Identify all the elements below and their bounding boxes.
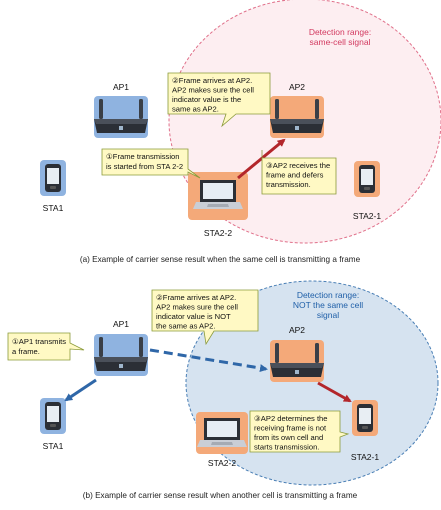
- callout-1-b: ①AP1 transmits a frame.: [7, 332, 85, 361]
- sta2-2-laptop-icon: [188, 172, 248, 220]
- svg-text:AP2 makes sure the cell: AP2 makes sure the cell: [156, 303, 238, 312]
- frame-arrow-sta1-b: [64, 378, 97, 402]
- callout-3-b: ③AP2 determines the receiving frame is n…: [249, 410, 350, 453]
- svg-text:from its own cell and: from its own cell and: [254, 433, 323, 442]
- svg-text:②Frame arrives at AP2.: ②Frame arrives at AP2.: [172, 76, 252, 85]
- svg-text:starts transmission.: starts transmission.: [254, 443, 319, 452]
- caption-a: (a) Example of carrier sense result when…: [80, 255, 361, 264]
- sta2-1-phone-icon: [354, 161, 380, 197]
- svg-text:AP2 makes sure the cell: AP2 makes sure the cell: [172, 86, 254, 95]
- svg-text:③AP2 receives the: ③AP2 receives the: [266, 161, 330, 170]
- svg-text:a frame.: a frame.: [12, 347, 40, 356]
- panel-b: Detection range: NOT the same cell signa…: [7, 280, 439, 500]
- range-label-b-line2: NOT the same cell: [293, 300, 363, 310]
- svg-text:same as AP2.: same as AP2.: [172, 105, 219, 114]
- svg-text:①AP1 transmits: ①AP1 transmits: [12, 337, 66, 346]
- ap1-router-icon-b: [94, 334, 148, 376]
- callout-1-a: ①Frame transmission is started from STA …: [101, 148, 201, 179]
- sta2-2-laptop-icon-b: [196, 412, 248, 454]
- sta1-label: STA1: [43, 203, 64, 213]
- range-label-b-line3: signal: [317, 310, 339, 320]
- ap1-label: AP1: [113, 82, 129, 92]
- panel-a: Detection range: same-cell signal AP1 AP…: [40, 0, 441, 264]
- ap1-label-b: AP1: [113, 319, 129, 329]
- sta2-2-label: STA2-2: [204, 228, 232, 238]
- callout-2-a: ②Frame arrives at AP2. AP2 makes sure th…: [167, 72, 271, 128]
- ap2-label: AP2: [289, 82, 305, 92]
- svg-text:③AP2 determines the: ③AP2 determines the: [254, 414, 328, 423]
- sta1-label-b: STA1: [43, 441, 64, 451]
- callout-2-b: ②Frame arrives at AP2. AP2 makes sure th…: [151, 289, 259, 346]
- svg-text:indicator value is NOT: indicator value is NOT: [156, 312, 231, 321]
- range-label-b-line1: Detection range:: [297, 290, 359, 300]
- caption-b: (b) Example of carrier sense result when…: [83, 491, 358, 500]
- sta2-2-label-b: STA2-2: [208, 458, 236, 468]
- sta1-phone-icon: [40, 160, 66, 196]
- svg-text:the same as AP2.: the same as AP2.: [156, 322, 216, 331]
- svg-text:frame and defers: frame and defers: [266, 171, 324, 180]
- svg-text:transmission.: transmission.: [266, 180, 311, 189]
- ap2-router-icon: [270, 96, 324, 138]
- sta2-1-phone-icon-b: [352, 400, 378, 436]
- callout-3-a: ③AP2 receives the frame and defers trans…: [261, 150, 337, 195]
- ap2-label-b: AP2: [289, 325, 305, 335]
- svg-text:②Frame arrives at AP2.: ②Frame arrives at AP2.: [156, 293, 236, 302]
- frame-arrow-a: [237, 138, 286, 180]
- frame-arrow-dashed-b: [149, 348, 268, 372]
- svg-text:receiving frame is not: receiving frame is not: [254, 424, 327, 433]
- sta1-phone-icon-b: [40, 398, 66, 434]
- svg-text:①Frame transmission: ①Frame transmission: [106, 152, 179, 161]
- svg-text:indicator value is the: indicator value is the: [172, 95, 241, 104]
- svg-text:is started from STA 2-2: is started from STA 2-2: [106, 162, 183, 171]
- frame-arrow-sta2-1-b: [317, 381, 352, 403]
- sta2-1-label-b: STA2-1: [351, 452, 379, 462]
- range-label-a-line1: Detection range:: [309, 27, 371, 37]
- ap2-router-icon-b: [270, 340, 324, 382]
- sta2-1-label: STA2-1: [353, 211, 381, 221]
- range-label-a-line2: same-cell signal: [310, 37, 371, 47]
- ap1-router-icon: [94, 96, 148, 138]
